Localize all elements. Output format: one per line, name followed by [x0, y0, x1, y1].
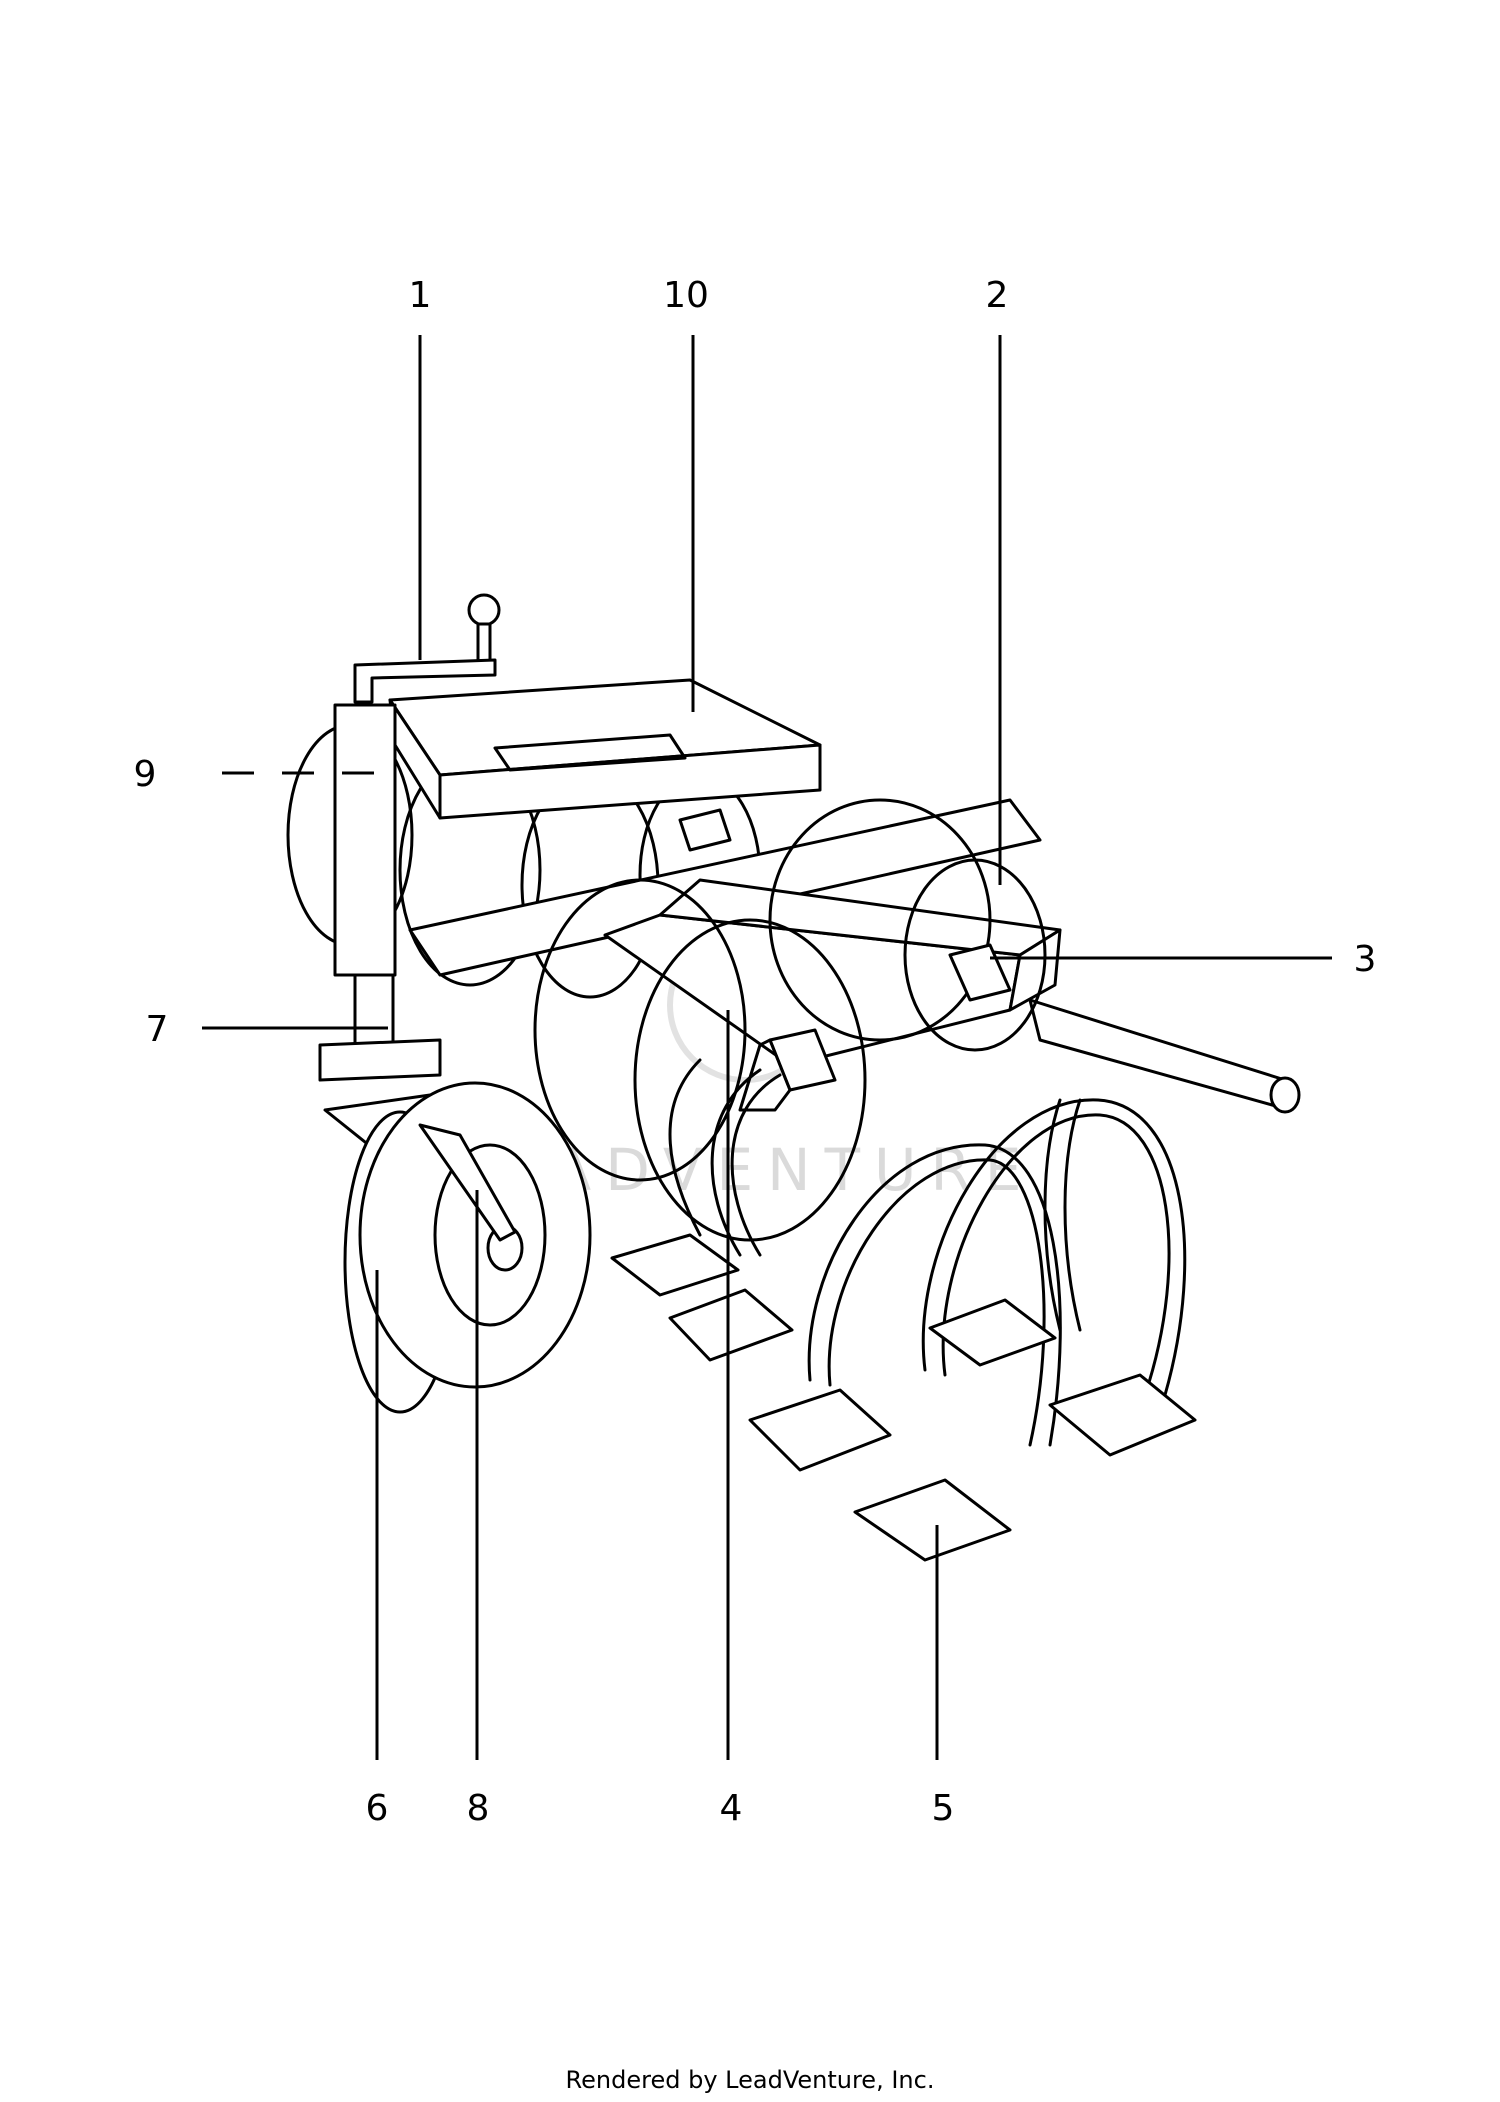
callout-4: 4 — [720, 1788, 743, 1829]
tines — [668, 1058, 1187, 1447]
drawbar — [1028, 998, 1301, 1114]
blades — [610, 1233, 1197, 1562]
jack-post — [318, 703, 442, 1082]
callout-7: 7 — [146, 1009, 169, 1050]
callout-10: 10 — [663, 275, 709, 316]
wheel-assembly — [323, 1081, 592, 1414]
crank-handle — [353, 593, 501, 704]
tray — [388, 678, 822, 820]
footer-credit: Rendered by LeadVenture, Inc. — [565, 2066, 935, 2094]
callout-numbers: 1 10 2 9 3 7 6 8 4 5 — [134, 275, 1377, 1829]
callout-5: 5 — [932, 1788, 955, 1829]
callout-2: 2 — [986, 275, 1009, 316]
main-frame-tube — [603, 878, 1062, 1067]
cultivator-illustration — [286, 593, 1301, 1562]
callout-1: 1 — [409, 275, 432, 316]
leader-lines — [202, 335, 1332, 1760]
callout-8: 8 — [467, 1788, 490, 1829]
callout-3: 3 — [1354, 939, 1377, 980]
callout-9: 9 — [134, 754, 157, 795]
callout-6: 6 — [366, 1788, 389, 1829]
